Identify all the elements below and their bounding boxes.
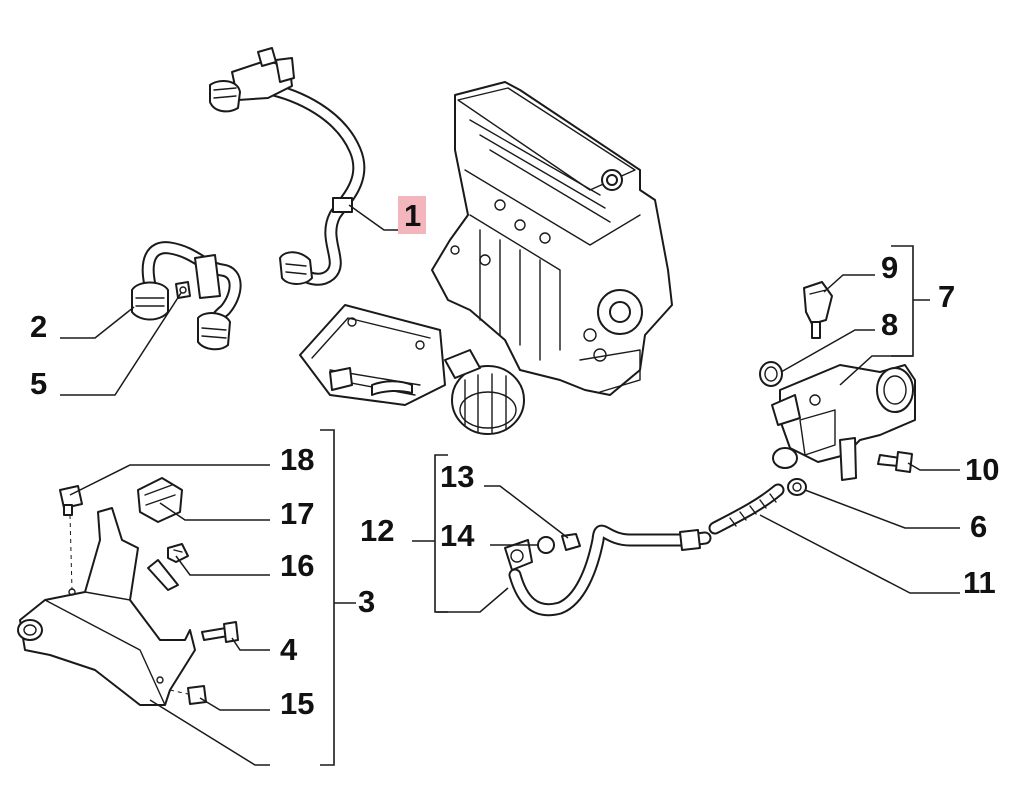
engine-block	[431, 81, 673, 396]
callout-1[interactable]: 1	[404, 198, 421, 233]
part-8-o-ring	[759, 361, 783, 387]
group-brackets	[320, 245, 930, 766]
callout-10[interactable]: 10	[965, 452, 999, 487]
part-17-connector	[137, 477, 183, 523]
callout-5[interactable]: 5	[30, 366, 47, 401]
callout-17[interactable]: 17	[280, 496, 314, 531]
oil-cooler	[299, 304, 525, 435]
callout-15[interactable]: 15	[280, 686, 314, 721]
part-4-bolt	[201, 621, 239, 643]
callout-6[interactable]: 6	[970, 509, 987, 544]
callout-1-highlight	[398, 196, 426, 234]
part-2-hose	[131, 241, 242, 351]
callouts: 1 2 3 4 5 6 7 8 9 10 11 12 13 14 15 16 1…	[30, 198, 999, 721]
callout-13[interactable]: 13	[440, 459, 474, 494]
part-12-pipe	[504, 524, 712, 617]
callout-16[interactable]: 16	[280, 548, 314, 583]
callout-9[interactable]: 9	[881, 250, 898, 285]
part-1-upper-hose	[209, 47, 366, 286]
part-15-dashed-axis	[169, 689, 189, 695]
part-11-hose	[708, 483, 785, 535]
callout-12[interactable]: 12	[360, 513, 394, 548]
part-13-bolt	[561, 533, 581, 551]
callout-8[interactable]: 8	[881, 307, 898, 342]
callout-3[interactable]: 3	[358, 584, 375, 619]
part-18-dashed-axis	[69, 514, 73, 591]
callout-11[interactable]: 11	[963, 565, 996, 600]
leader-lines	[60, 204, 960, 766]
callout-7[interactable]: 7	[938, 279, 955, 314]
part-7-thermostat-housing	[771, 364, 916, 481]
part-16-nut	[167, 543, 189, 563]
callout-4[interactable]: 4	[280, 632, 298, 667]
part-10-bolt	[877, 451, 913, 473]
part-9-sensor	[803, 281, 833, 339]
callout-14[interactable]: 14	[440, 518, 475, 553]
callout-2[interactable]: 2	[30, 309, 47, 344]
part-3-bracket	[17, 507, 196, 706]
part-15-clip	[187, 685, 207, 705]
part-5-clip-bolt	[175, 281, 191, 299]
part-14-washer	[537, 536, 555, 554]
part-6-clamp	[787, 478, 807, 496]
callout-18[interactable]: 18	[280, 442, 314, 477]
